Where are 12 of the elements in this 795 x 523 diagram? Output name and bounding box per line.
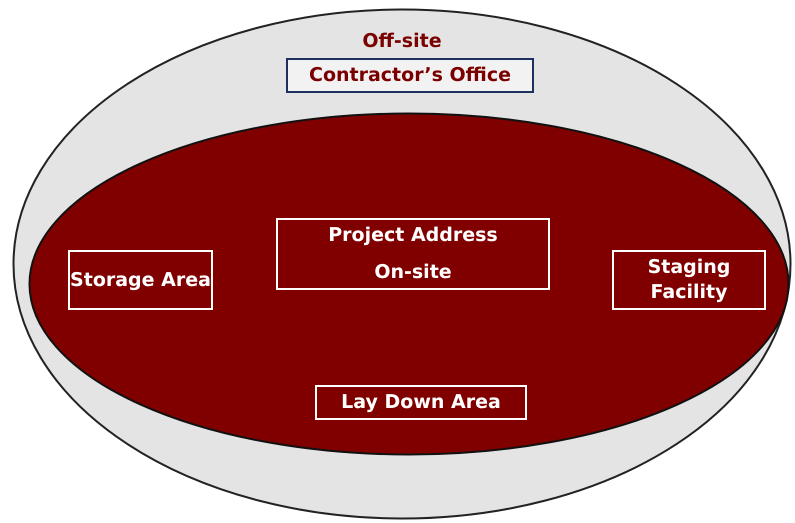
box-label: Lay Down Area [341, 390, 501, 415]
label-box [315, 385, 527, 420]
label-box [286, 58, 534, 93]
region-title: Off-site [361, 30, 443, 52]
label-box [68, 250, 213, 310]
box-label: Staging Facility [646, 255, 732, 305]
label-box [276, 218, 550, 290]
box-label: Storage Area [70, 268, 211, 292]
box-label: On-site [374, 260, 452, 285]
label-box [612, 250, 766, 310]
box-label: Project Address [328, 223, 498, 248]
box-label: Contractor’s Office [309, 63, 511, 88]
